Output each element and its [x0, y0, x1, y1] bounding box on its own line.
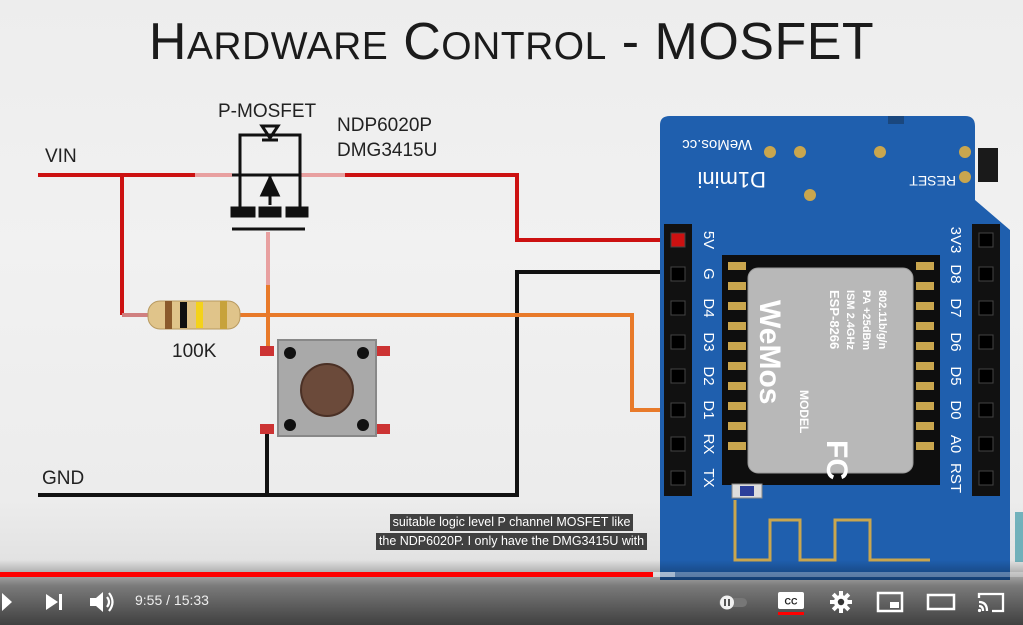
left-pin-hole — [670, 402, 686, 418]
vin-label: VIN — [45, 146, 77, 167]
right-pin-hole — [978, 300, 994, 316]
resistor-100k — [147, 300, 241, 330]
left-pin-label: TX — [700, 468, 717, 487]
module-model-label: MODEL — [797, 390, 811, 433]
push-button — [260, 339, 390, 437]
mosfet-type-label: P-MOSFET — [218, 101, 317, 122]
cast-icon — [977, 592, 1005, 613]
module-line-1: ESP-8266 — [827, 290, 842, 349]
right-pin-hole — [978, 266, 994, 282]
cc-icon: CC — [778, 592, 804, 615]
power-to-5v-wire — [345, 173, 680, 242]
left-pin-hole — [670, 300, 686, 316]
right-pin-hole — [978, 232, 994, 248]
subtitles-button[interactable]: CC — [774, 588, 808, 616]
left-pin-label: D4 — [700, 298, 717, 317]
board-reset-label: RESET — [909, 173, 956, 189]
miniplayer-icon — [876, 591, 904, 613]
board-brand-label: WeMos.cc — [682, 136, 752, 153]
module-line-2: ISM 2.4GHz — [844, 290, 856, 350]
right-pin-hole — [978, 436, 994, 452]
caption-line-2: the NDP6020P. I only have the DMG3415U w… — [375, 533, 648, 550]
right-pin-hole — [978, 470, 994, 486]
progress-bar[interactable] — [0, 572, 1023, 577]
right-pin-label: A0 — [947, 435, 964, 453]
autoplay-toggle[interactable] — [716, 588, 752, 616]
volume-icon — [90, 592, 114, 612]
volume-button[interactable] — [86, 588, 118, 616]
left-pin-hole — [670, 368, 686, 384]
module-line-4: 802.11b/g/n — [876, 290, 888, 350]
left-pin-hole — [670, 436, 686, 452]
right-pin-hole — [978, 368, 994, 384]
gnd-label: GND — [42, 468, 84, 489]
mosfet-part1-label: NDP6020P — [337, 115, 432, 136]
left-pin-label: D3 — [700, 332, 717, 351]
wemos-d1-mini-board — [660, 116, 1010, 580]
left-pin-label: 5V — [700, 231, 717, 249]
miniplayer-button[interactable] — [874, 588, 906, 616]
cast-button[interactable] — [974, 588, 1008, 616]
resistor-label: 100K — [172, 341, 217, 362]
caption-line-1: suitable logic level P channel MOSFET li… — [389, 514, 634, 531]
settings-button[interactable] — [826, 588, 856, 616]
current-time: 9:55 — [135, 592, 163, 608]
mosfet-part2-label: DMG3415U — [337, 140, 437, 161]
board-name-label: D1mini — [698, 167, 766, 192]
left-pin-label: G — [700, 268, 717, 280]
left-pin-label: RX — [700, 434, 717, 455]
play-icon — [2, 593, 12, 611]
left-pin-hole — [670, 266, 686, 282]
right-pin-label: D0 — [947, 400, 964, 419]
left-pin-label: D1 — [700, 400, 717, 419]
duration: 15:33 — [173, 592, 209, 608]
slide-title: HARDWARE CONTROL - MOSFET — [148, 13, 875, 71]
left-pin-label: D2 — [700, 366, 717, 385]
left-pin-hole — [670, 232, 686, 248]
next-button[interactable] — [40, 588, 68, 616]
play-button[interactable] — [0, 588, 14, 616]
left-pin-hole — [670, 470, 686, 486]
right-pin-label: RST — [947, 463, 964, 493]
next-icon — [46, 594, 62, 610]
module-line-3: PA +25dBm — [860, 290, 872, 350]
svg-text:FC: FC — [820, 440, 853, 480]
gear-icon — [830, 591, 852, 613]
theater-mode-button[interactable] — [924, 588, 958, 616]
time-display: 9:55 / 15:33 — [135, 592, 209, 608]
right-pin-label: D6 — [947, 332, 964, 351]
right-pin-hole — [978, 402, 994, 418]
right-pin-label: D8 — [947, 264, 964, 283]
gnd-wire — [38, 270, 680, 497]
svg-text:CC: CC — [785, 597, 798, 607]
closed-caption: suitable logic level P channel MOSFET li… — [0, 513, 1023, 551]
module-brand-logo: WeMos — [753, 300, 786, 404]
left-pin-hole — [670, 334, 686, 350]
player-controls: 9:55 / 15:33 CC — [0, 560, 1023, 625]
theater-mode-icon — [926, 593, 956, 611]
progress-played — [0, 572, 653, 577]
side-panel-handle[interactable] — [1015, 512, 1023, 562]
right-pin-hole — [978, 334, 994, 350]
fc-logo: FC — [820, 440, 853, 480]
right-pin-label: D5 — [947, 366, 964, 385]
p-mosfet-symbol — [230, 124, 309, 231]
right-pin-label: D7 — [947, 298, 964, 317]
right-pin-label: 3V3 — [947, 227, 964, 254]
autoplay-toggle-icon — [719, 595, 747, 610]
d1-signal-wire — [238, 313, 680, 412]
